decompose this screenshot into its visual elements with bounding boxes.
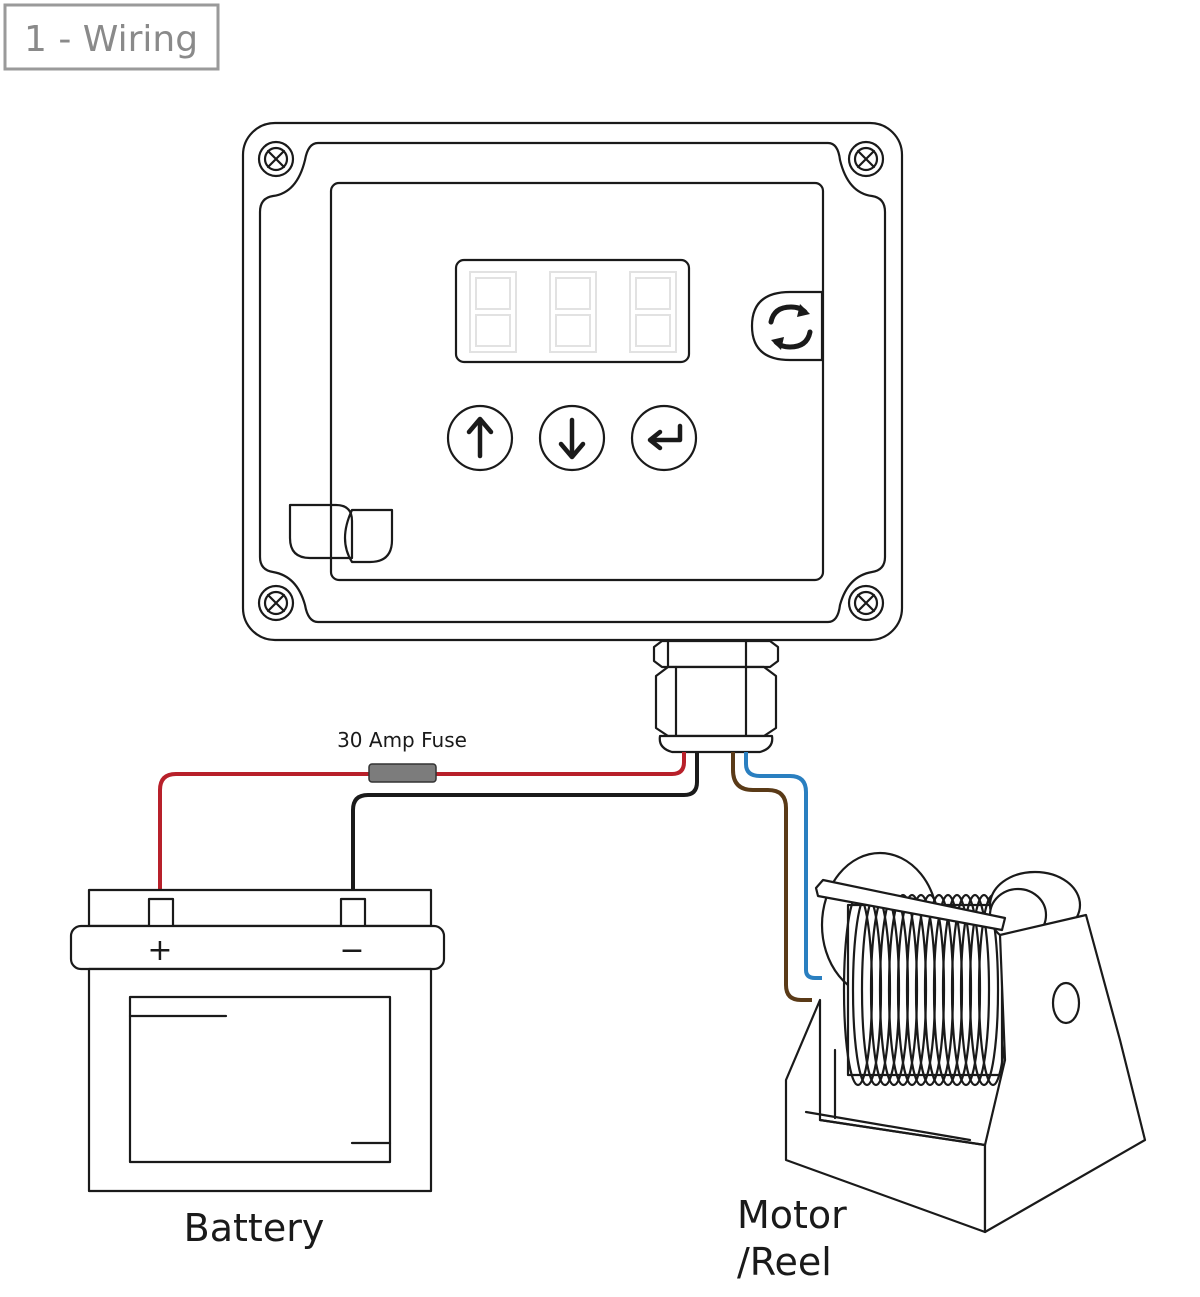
controller-box: [241, 121, 904, 642]
cable-gland: [652, 639, 780, 754]
screw-bottom-right: [847, 584, 885, 622]
enter-button[interactable]: [630, 404, 698, 472]
enter-icon: [647, 423, 683, 451]
title-box: 1 - Wiring: [3, 3, 220, 71]
display-digit: [629, 271, 677, 353]
motor-label-line2: /Reel: [737, 1240, 832, 1284]
battery: + −: [69, 888, 446, 1193]
battery-label: Battery: [184, 1206, 325, 1250]
diagram-title: 1 - Wiring: [24, 19, 198, 60]
screw-top-right: [847, 140, 885, 178]
wire-negative: [351, 752, 699, 900]
wire-blue: [744, 752, 822, 980]
screw-bottom-left: [257, 584, 295, 622]
seven-segment-display: [454, 258, 691, 364]
winding-loop: [959, 893, 991, 1087]
brand-logo: [288, 503, 394, 564]
refresh-button[interactable]: [750, 290, 824, 362]
down-button[interactable]: [538, 404, 606, 472]
arrow-up-icon: [466, 416, 494, 459]
wires: 30 Amp Fuse: [158, 728, 822, 1002]
positive-terminal-label: +: [147, 933, 172, 968]
negative-terminal-label: −: [339, 933, 364, 968]
display-digit: [549, 271, 597, 353]
up-button[interactable]: [446, 404, 514, 472]
motor-reel: [784, 851, 1147, 1234]
display-digit: [469, 271, 517, 353]
winding-loop: [968, 893, 1000, 1087]
refresh-icon: [768, 304, 813, 350]
fuse-label: 30 Amp Fuse: [337, 728, 467, 752]
motor-label-line1: Motor: [737, 1193, 847, 1237]
fuse: [368, 763, 437, 783]
wire-brown: [731, 752, 812, 1002]
arrow-down-icon: [558, 417, 586, 460]
screw-top-left: [257, 140, 295, 178]
